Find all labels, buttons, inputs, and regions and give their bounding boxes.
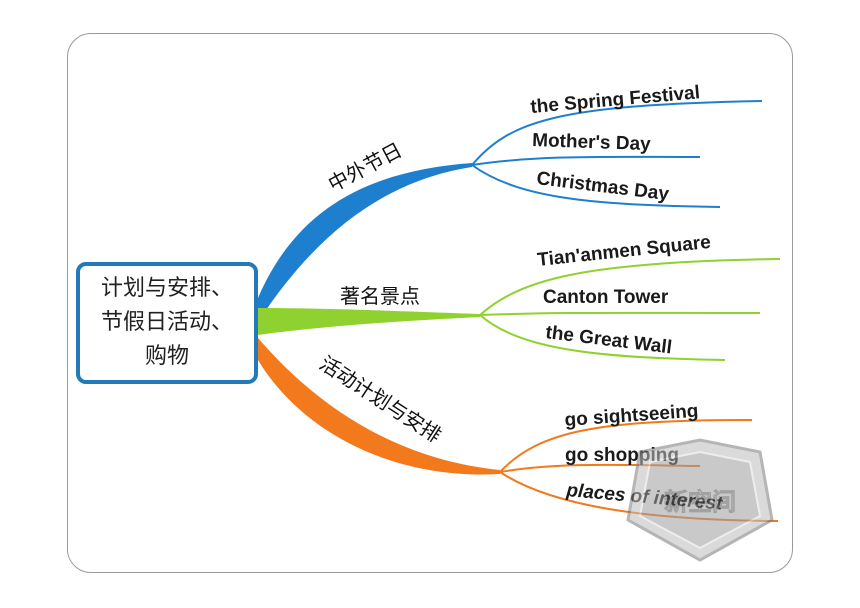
leaf-line-canton-tower xyxy=(479,311,761,316)
watermark-label: 新空间 xyxy=(664,488,736,516)
leaf-tiananmen-square: Tian'anmen Square xyxy=(536,232,711,271)
leaf-line-go-sightseeing xyxy=(499,419,753,473)
branch-landmarks-label: 著名景点 xyxy=(340,284,420,308)
leaf-great-wall: the Great Wall xyxy=(544,322,673,358)
watermark-shield-inner xyxy=(638,450,762,550)
watermark-badge: 新空间 xyxy=(626,438,774,562)
leaf-line-mothers-day xyxy=(471,155,701,166)
leaf-christmas-day: Christmas Day xyxy=(535,168,670,205)
leaf-line-tiananmen-square xyxy=(479,258,781,316)
branch-landmarks-trunk xyxy=(258,308,480,335)
leaf-go-sightseeing: go sightseeing xyxy=(564,401,699,431)
leaf-canton-tower: Canton Tower xyxy=(543,287,669,308)
leaf-line-great-wall xyxy=(479,314,726,361)
leaf-line-christmas-day xyxy=(471,164,721,208)
leaf-spring-festival: the Spring Festival xyxy=(530,82,701,118)
branch-activities-trunk xyxy=(258,338,500,475)
leaf-line-spring-festival xyxy=(471,100,763,166)
central-topic-box: 计划与安排、 节假日活动、 购物 xyxy=(76,262,258,384)
branch-landmarks: 著名景点 Tian'anmen Square Canton Tower the … xyxy=(258,232,781,361)
branch-festivals: 中外节日 the Spring Festival Mother's Day Ch… xyxy=(258,82,763,322)
leaf-mothers-day: Mother's Day xyxy=(532,130,652,155)
branch-festivals-trunk xyxy=(258,163,472,322)
central-topic-label: 计划与安排、 节假日活动、 购物 xyxy=(100,276,233,369)
